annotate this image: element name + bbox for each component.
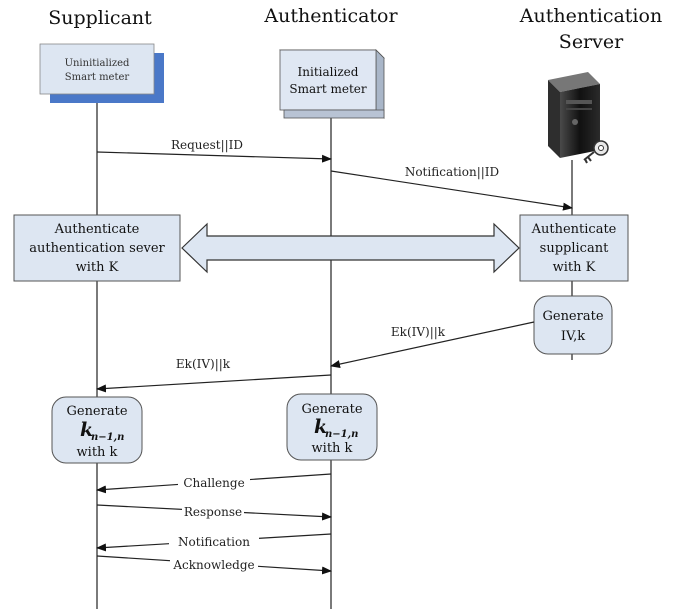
- authenticate-supplicant-box: Authenticate supplicant with K: [519, 214, 629, 282]
- actor-supplicant: Supplicant: [48, 7, 152, 29]
- authenticate-supplicant-line2: supplicant: [540, 241, 609, 256]
- generate-key-authenticator-box: Generate k n−1,n with k: [286, 393, 378, 461]
- generate-ivk-box: Generate IV,k: [533, 295, 613, 355]
- arrow-ek-to-authenticator: [330, 321, 535, 369]
- generate-authenticator-line3: with k: [312, 441, 353, 456]
- label-ek-to-authenticator: Ek(IV)||k: [391, 325, 446, 339]
- generate-supplicant-key: k: [80, 419, 93, 441]
- label-acknowledge: Acknowledge: [172, 558, 254, 572]
- authenticator-meter-line1: Initialized: [298, 65, 359, 79]
- double-arrow: [181, 222, 520, 274]
- actor-server-line1: Authentication: [519, 5, 662, 27]
- authenticate-server-line3: with K: [76, 260, 119, 275]
- generate-supplicant-key-sub: n−1,n: [91, 432, 124, 443]
- authenticate-server-line2: authentication sever: [29, 241, 165, 256]
- label-challenge: Challenge: [183, 476, 244, 490]
- generate-authenticator-line1: Generate: [301, 402, 362, 417]
- label-ek-to-supplicant: Ek(IV)||k: [176, 357, 231, 371]
- supplicant-meter-box: Uninitialized Smart meter: [39, 43, 164, 103]
- generate-key-supplicant-box: Generate k n−1,n with k: [51, 396, 143, 464]
- arrow-notification-id: [330, 170, 573, 211]
- supplicant-meter-line1: Uninitialized: [65, 58, 130, 69]
- generate-ivk-line1: Generate: [542, 309, 603, 324]
- generate-supplicant-line1: Generate: [66, 404, 127, 419]
- label-notification: Notification: [178, 535, 250, 549]
- generate-authenticator-key: k: [314, 416, 327, 438]
- authenticator-meter-line2: Smart meter: [289, 82, 367, 96]
- actor-authenticator: Authenticator: [263, 5, 398, 27]
- authenticate-supplicant-line1: Authenticate: [531, 222, 617, 237]
- key-icon: [583, 140, 609, 164]
- authenticate-supplicant-line3: with K: [553, 260, 596, 275]
- generate-authenticator-key-sub: n−1,n: [325, 429, 358, 440]
- label-request: Request||ID: [171, 138, 243, 152]
- authenticate-server-line1: Authenticate: [54, 222, 140, 237]
- arrow-ek-to-supplicant: [96, 374, 332, 393]
- server-icon: [548, 72, 600, 158]
- label-notification-id: Notification||ID: [405, 165, 499, 179]
- actor-server-line2: Server: [559, 31, 624, 53]
- label-response: Response: [184, 505, 242, 519]
- supplicant-meter-line2: Smart meter: [65, 72, 130, 83]
- authenticator-meter-box: Initialized Smart meter: [279, 49, 385, 119]
- generate-ivk-line2: IV,k: [561, 329, 585, 344]
- arrow-request: [96, 151, 332, 163]
- generate-supplicant-line3: with k: [77, 445, 118, 460]
- authenticate-server-box: Authenticate authentication sever with K: [13, 214, 181, 282]
